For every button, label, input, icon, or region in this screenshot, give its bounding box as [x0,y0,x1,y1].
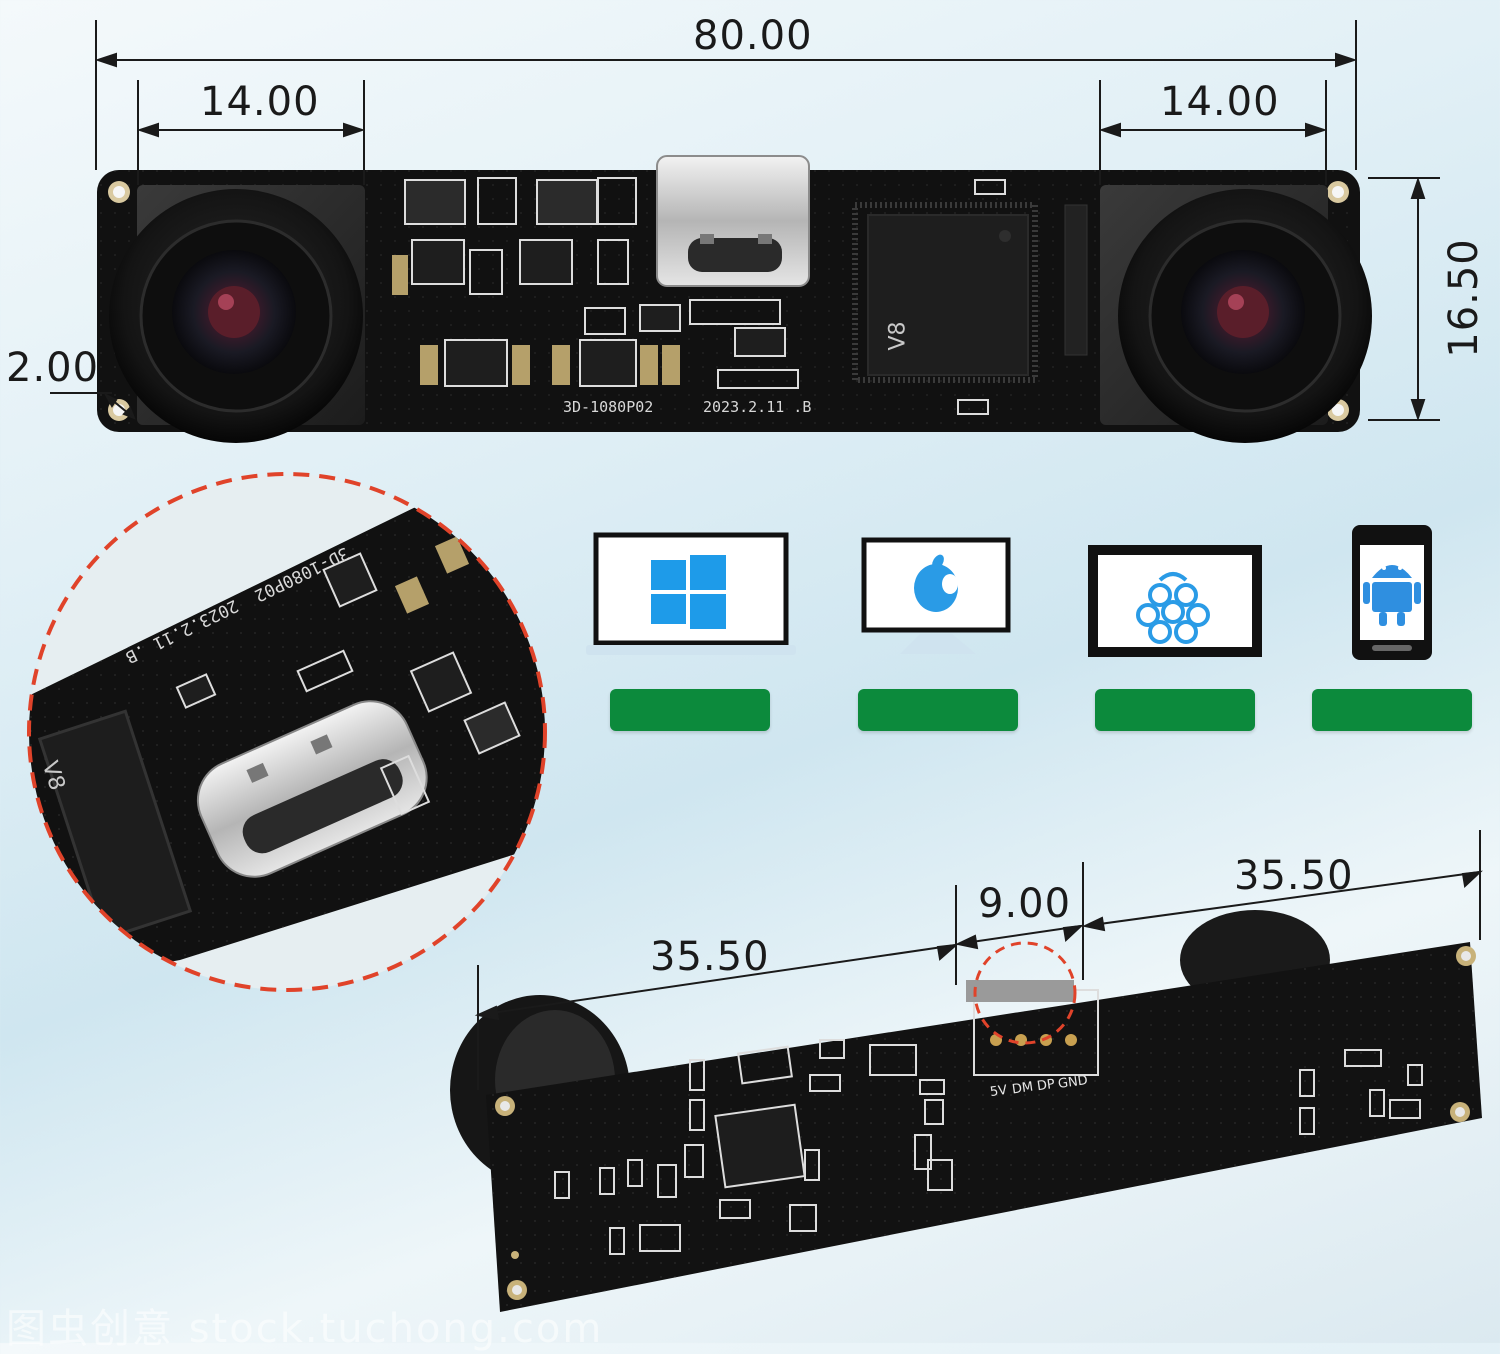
usb-c-port [656,155,810,287]
dimension-hole-offset: 2.00 [6,345,100,391]
zoom-circle [27,472,547,992]
mac-badge [858,689,1018,731]
dimension-bottom-left: 35.50 [650,934,770,980]
android-badge [1312,689,1472,731]
dimension-board-height: 16.50 [1440,238,1487,358]
dimension-bottom-center: 9.00 [978,881,1072,927]
android-phone-icon [1352,525,1432,660]
right-lens [1100,185,1372,443]
pin-label-5v: 5V [989,1082,1009,1101]
dimension-right-lens: 14.00 [1160,79,1280,125]
top-components [392,177,1088,415]
dimension-bottom-right: 35.50 [1234,853,1354,899]
dimension-lines-bottom [474,830,1483,1090]
dimension-top-width: 80.00 [693,13,813,59]
raspberry-pi-badge [1095,689,1255,731]
silkscreen-model: 3D-1080P02 [563,398,654,416]
zoom-detail [27,472,547,992]
raspberry-pi-tablet-icon [1088,545,1262,657]
windows-laptop-icon [586,532,796,655]
chip-label: V8 [885,321,911,351]
apple-monitor-icon [861,537,1011,654]
silkscreen-date: 2023.2.11 .B [703,398,812,416]
watermark: 图虫创意 stock.tuchong.com [6,1306,604,1352]
left-lens [109,185,365,443]
pin-label-gnd: GND [1057,1072,1089,1093]
windows-badge [610,689,770,731]
bottom-board [450,830,1483,1312]
dimension-lines-top [50,20,1440,422]
pin-label-dp: DP [1036,1076,1056,1095]
dimension-left-lens: 14.00 [200,79,320,125]
pin-label-dm: DM [1011,1079,1035,1098]
top-board [50,20,1440,443]
main-chip [852,202,1038,383]
